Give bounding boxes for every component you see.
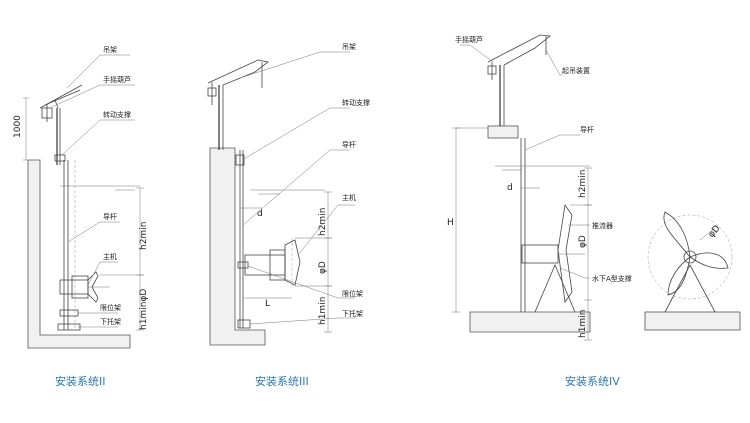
label-flow-impeller: 推流器 xyxy=(592,221,613,230)
dim-d: d xyxy=(507,183,513,193)
dim-H: H xyxy=(447,218,454,228)
dim-L: L xyxy=(265,299,270,309)
label-hand-hoist: 手摇葫芦 xyxy=(455,35,483,44)
label-guide-rod: 导杆 xyxy=(580,125,594,134)
mixer-unit xyxy=(59,271,110,303)
mixer-unit xyxy=(244,238,301,286)
sweep-circle xyxy=(647,214,733,300)
diagram-installation-system-4: d H h2min φD h1min 手摇葫芦 起吊装置 导杆 xyxy=(447,34,632,388)
label-rotating-support: 转动支撑 xyxy=(103,110,131,119)
label-limit-frame: 限位架 xyxy=(342,289,363,298)
label-lower-bracket: 下托架 xyxy=(100,317,121,326)
hoist-box xyxy=(41,107,53,119)
diagram-installation-system-2: 1000 h2min h1minφD 吊架 手摇葫芦 转动支撑 导杆 主机 限位… xyxy=(13,46,149,388)
dim-phiD: φD xyxy=(578,235,588,248)
label-lower-bracket: 下托架 xyxy=(342,309,363,318)
label-rotating-support: 转动支撑 xyxy=(342,98,370,107)
dim-phiD-front: φD xyxy=(707,224,723,240)
dim-h2min: h2min xyxy=(318,208,328,236)
label-guide-rod: 导杆 xyxy=(103,212,117,221)
label-hoist-frame: 吊架 xyxy=(103,46,117,54)
caption-installation-system-2: 安装系统II xyxy=(55,374,106,388)
tank-wall xyxy=(27,159,131,349)
label-limit-frame: 限位架 xyxy=(100,303,121,312)
a-type-support xyxy=(534,263,576,313)
top-platform xyxy=(487,125,519,139)
label-lifting-device: 起吊装置 xyxy=(562,66,590,75)
dim-height-1000: 1000 xyxy=(13,115,23,138)
label-guide-rod: 导杆 xyxy=(342,140,356,149)
a-type-support xyxy=(664,264,716,313)
label-lower-a-support: 水下A型支撑 xyxy=(592,274,632,283)
dim-h1min: h1min xyxy=(578,310,588,338)
caption-installation-system-3: 安装系统III xyxy=(255,374,309,388)
dim-h1min: h1min xyxy=(318,297,328,325)
dim-h2min: h2min xyxy=(578,170,588,198)
impeller-front-view: φD xyxy=(644,211,741,331)
crane-jib xyxy=(207,59,269,86)
crane-jib xyxy=(487,34,552,66)
mixer-unit xyxy=(521,203,585,304)
label-hoist-frame: 吊架 xyxy=(342,43,356,51)
dim-phiD: φD xyxy=(318,261,328,274)
diagram-installation-system-3: d L h2min φD h1min 吊架 转动支撑 导杆 xyxy=(207,43,370,388)
ground-slab xyxy=(469,311,591,333)
dim-h1min-phiD: h1minφD xyxy=(139,289,149,330)
dim-d: d xyxy=(257,209,263,219)
label-hand-hoist: 手摇葫芦 xyxy=(103,75,131,84)
label-main-unit: 主机 xyxy=(103,252,117,261)
dim-h2min: h2min xyxy=(139,222,149,250)
caption-installation-system-4: 安装系统IV xyxy=(565,374,620,388)
tank-wall xyxy=(209,147,266,346)
label-main-unit: 主机 xyxy=(342,193,356,202)
